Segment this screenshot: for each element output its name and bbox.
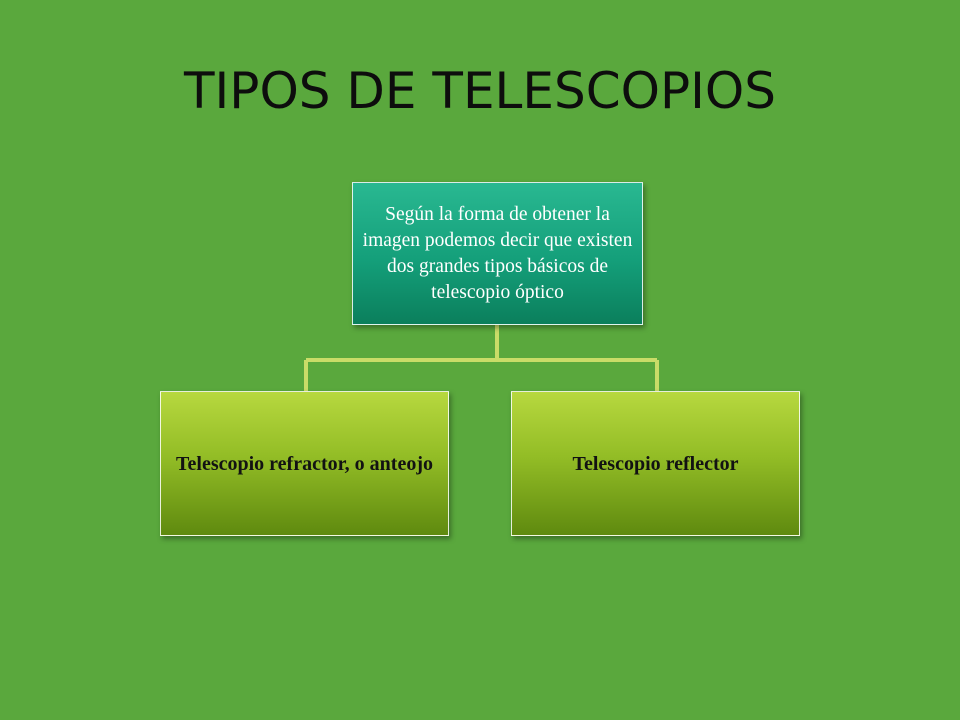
root-node: Según la forma de obtener la imagen pode…	[352, 182, 643, 325]
child-node-reflector-text: Telescopio reflector	[572, 452, 739, 475]
child-node-refractor: Telescopio refractor, o anteojo	[160, 391, 449, 536]
slide-title: TIPOS DE TELESCOPIOS	[184, 62, 776, 120]
child-node-refractor-text: Telescopio refractor, o anteojo	[176, 452, 433, 475]
root-node-text: Según la forma de obtener la imagen pode…	[362, 203, 633, 303]
child-node-reflector: Telescopio reflector	[511, 391, 800, 536]
